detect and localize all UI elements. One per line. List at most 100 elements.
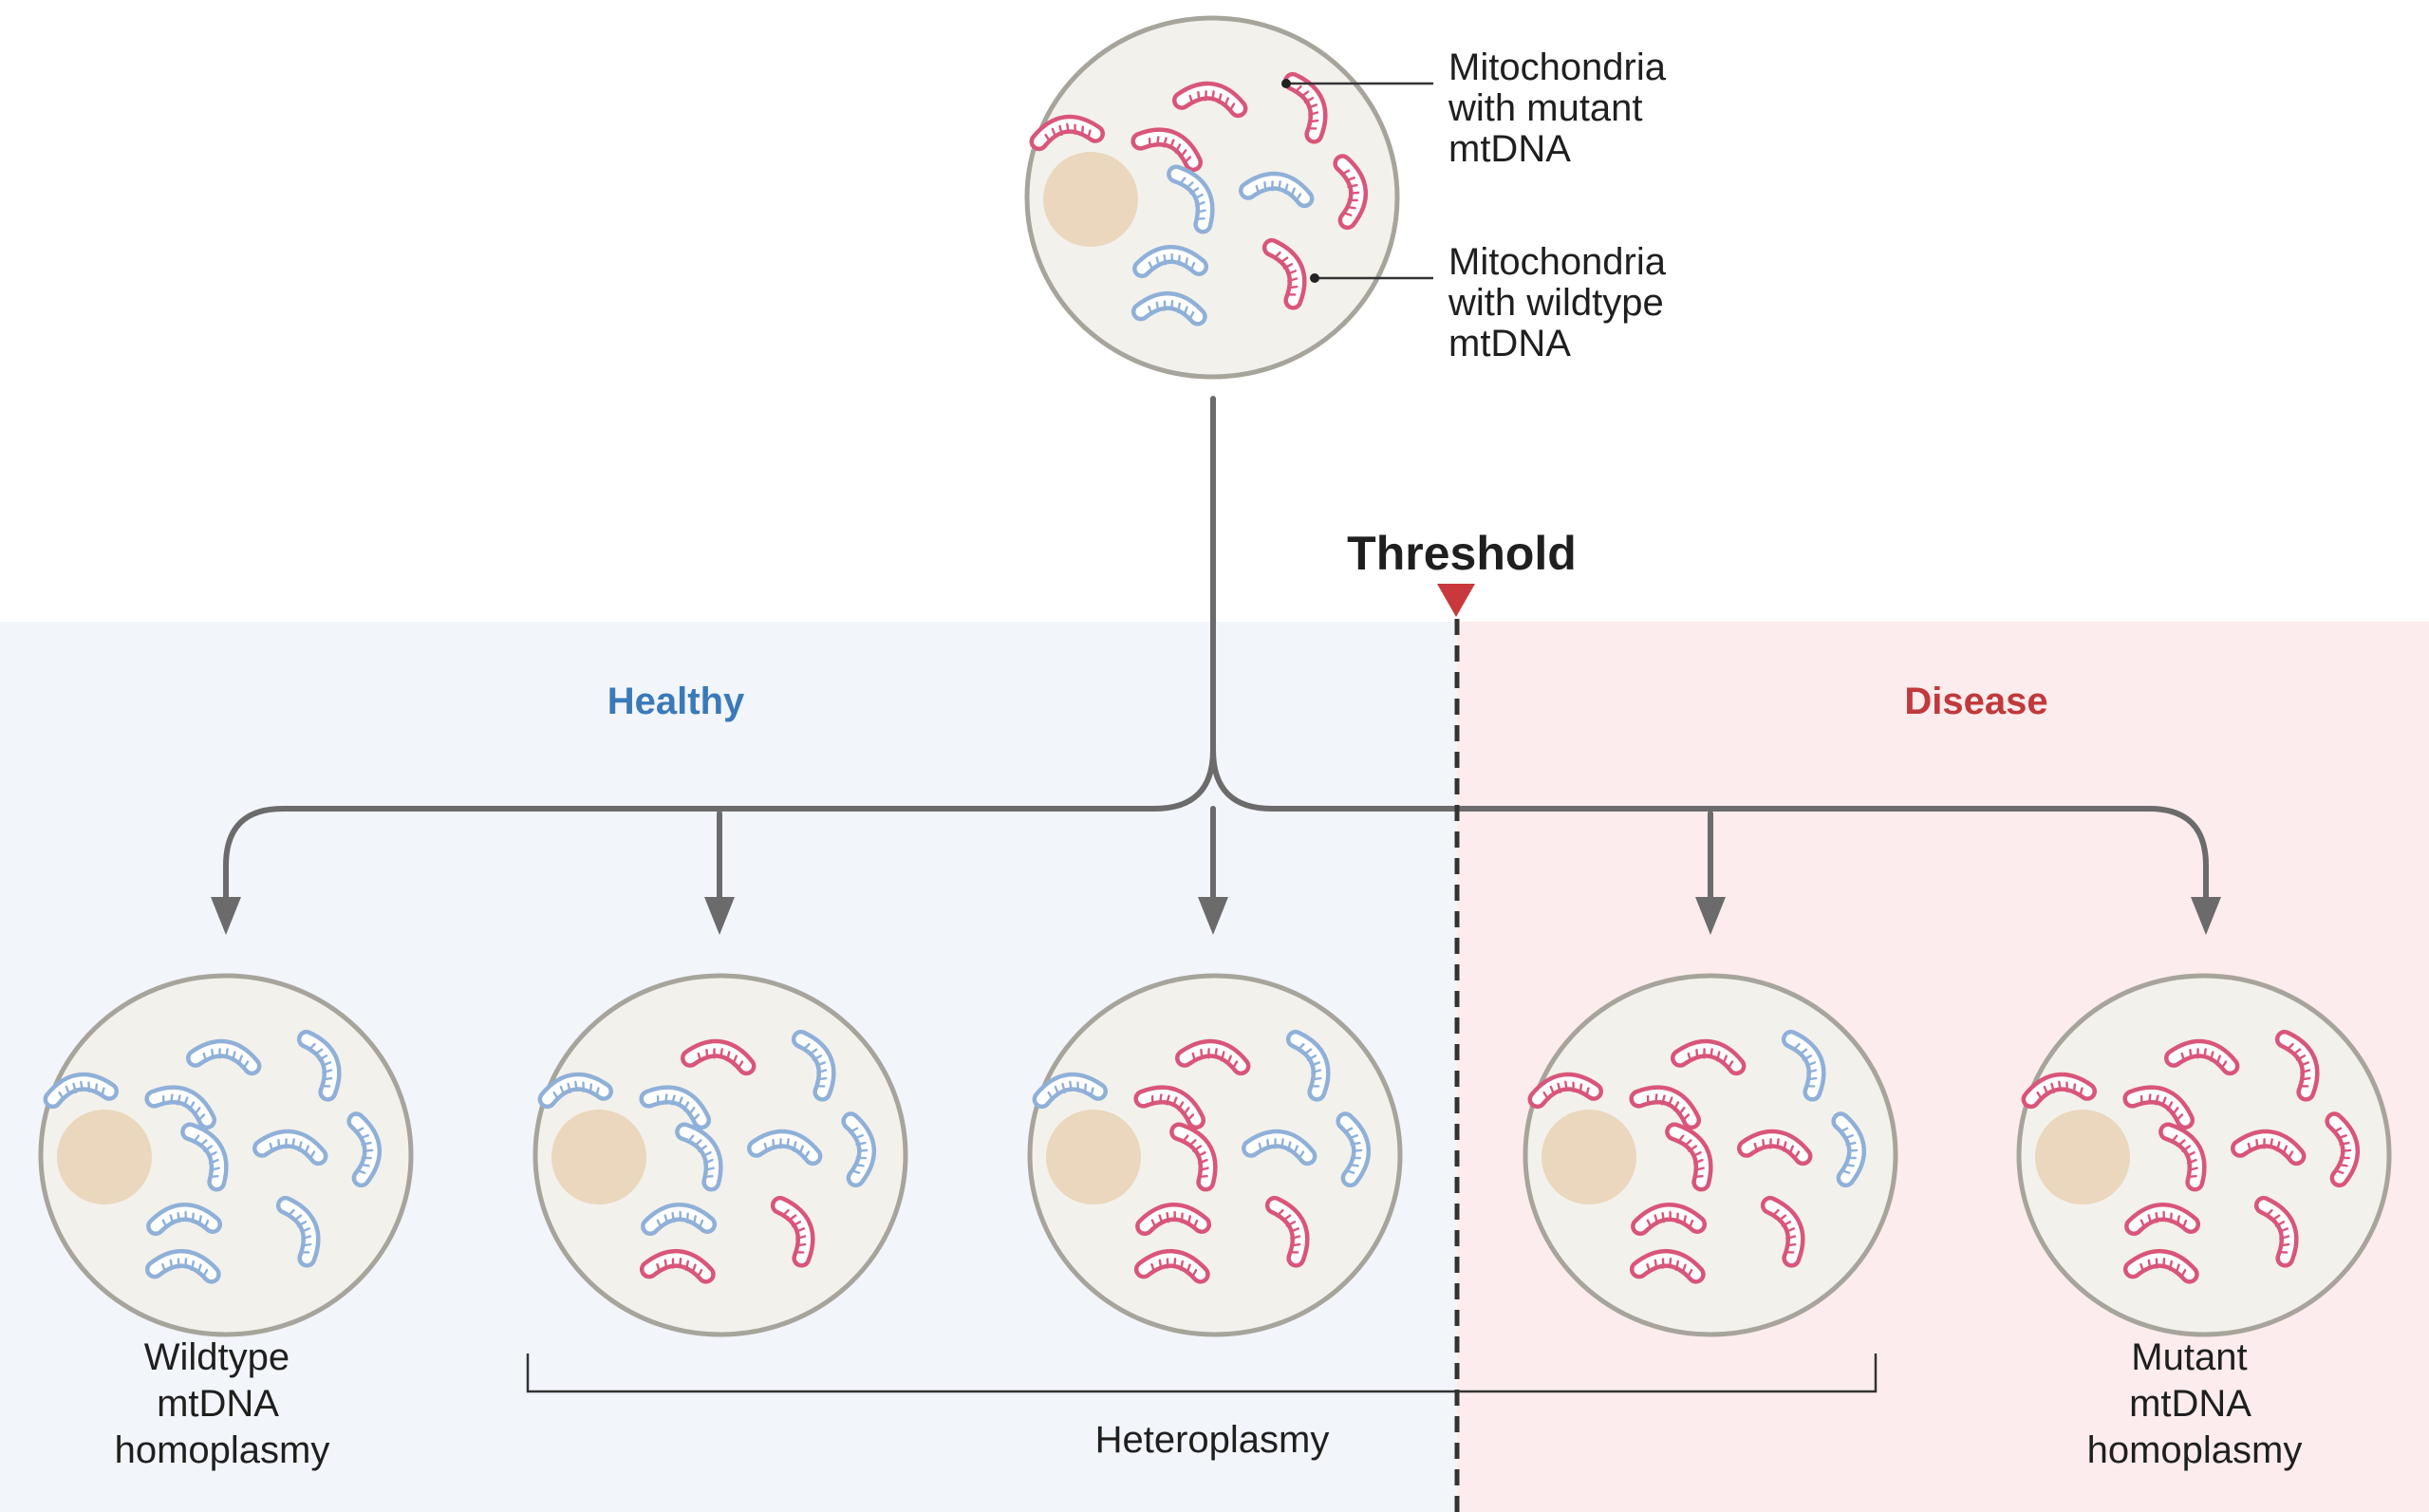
mutant-mitochondrion-icon <box>681 1038 757 1076</box>
nucleus <box>1046 1110 1141 1204</box>
mutant-mitochondrion-icon <box>2158 1122 2207 1192</box>
wildtype-mitochondrion-icon <box>252 1129 328 1167</box>
wildtype-mitochondrion-icon <box>675 1122 723 1192</box>
mutant-mitochondrion-icon <box>1172 81 1248 119</box>
wildtype-mitochondrion-icon <box>144 1248 221 1284</box>
wildtype-mitochondrion-icon <box>1242 1129 1317 1167</box>
mutant-mitochondrion-icon <box>639 1248 716 1284</box>
mutant-mitochondrion-icon <box>1665 1122 1713 1192</box>
threshold-title: Threshold <box>1347 527 1577 580</box>
mutant-mitochondrion-icon <box>1527 1072 1603 1110</box>
wildtype-mitochondrion-icon <box>1130 290 1207 327</box>
wildtype-mitochondrion-icon <box>1336 1111 1372 1188</box>
mutant-mitochondrion-icon <box>1130 127 1204 173</box>
nucleus <box>2035 1110 2130 1204</box>
disease-region-title: Disease <box>1904 681 2047 722</box>
wildtype-mitochondrion-icon <box>180 1122 229 1192</box>
legend-leaders <box>1286 82 1433 280</box>
legend-wildtype-line-1: Mitochondria <box>1448 241 1667 283</box>
heteroplasmy-bracket <box>526 1353 1878 1393</box>
mutant-mitochondrion-icon <box>2124 1203 2201 1237</box>
mutant-caption-line-1: Mutant <box>2131 1336 2247 1378</box>
wildtype-mitochondrion-icon <box>1831 1111 1867 1188</box>
mutant-mitochondrion-icon <box>2164 1038 2240 1076</box>
nucleus <box>551 1110 646 1204</box>
wildtype-mitochondrion-icon <box>1239 171 1315 209</box>
wildtype-mitochondrion-icon <box>43 1072 119 1110</box>
wildtype-mitochondrion-icon <box>641 1203 718 1237</box>
branch-line-right <box>1210 747 2209 900</box>
cell-mutant-homoplasmy <box>2016 973 2392 1337</box>
nucleus <box>1541 1110 1636 1204</box>
wildtype-mitochondrion-icon <box>1285 1029 1331 1102</box>
arrow-head-cell-3 <box>1198 897 1228 935</box>
branching-arrows <box>223 396 2209 900</box>
wildtype-mitochondrion-icon <box>296 1029 342 1102</box>
healthy-region-title: Healthy <box>607 681 745 722</box>
wildtype-mitochondrion-icon <box>146 1203 223 1237</box>
mutant-mitochondrion-icon <box>1282 71 1328 144</box>
parent-cell <box>1024 15 1400 380</box>
wildtype-mitochondrion-icon <box>639 1085 712 1130</box>
legend-mutant-line-3: mtDNA <box>1448 128 1571 170</box>
mutant-mitochondrion-icon <box>1631 1203 1708 1237</box>
mutant-mitochondrion-icon <box>2325 1111 2361 1188</box>
legend-wildtype-line-3: mtDNA <box>1448 323 1571 364</box>
mutant-mitochondrion-icon <box>2122 1248 2199 1284</box>
wildtype-homoplasmy-caption: Wildtype mtDNA homoplasmy <box>115 1336 330 1471</box>
wildtype-caption-line-3: homoplasmy <box>115 1429 330 1471</box>
wildtype-mitochondrion-icon <box>747 1129 823 1167</box>
mutant-mitochondrion-icon <box>2274 1029 2320 1102</box>
wildtype-mitochondrion-icon <box>841 1111 877 1188</box>
wildtype-mitochondrion-icon <box>1132 245 1209 279</box>
wildtype-mitochondrion-icon <box>1167 164 1215 234</box>
cell-heteroplasmy-mid <box>1027 973 1403 1337</box>
wildtype-mitochondrion-icon <box>1032 1072 1108 1110</box>
mutant-mitochondrion-icon <box>1029 114 1105 152</box>
legend-wildtype-line-2: with wildtype <box>1448 282 1664 324</box>
arrow-head-cell-4 <box>1695 897 1726 935</box>
mutant-mitochondrion-icon <box>2253 1195 2299 1268</box>
mutant-caption-line-2: mtDNA <box>2129 1383 2251 1425</box>
legend-mutant-line-2: with mutant <box>1448 87 1643 129</box>
mutant-mitochondrion-icon <box>2122 1085 2195 1130</box>
mutant-mitochondrion-icon <box>1264 1195 1310 1268</box>
wildtype-mitochondrion-icon <box>537 1072 613 1110</box>
arrow-heads <box>211 897 2221 935</box>
heteroplasmy-caption: Heteroplasmy <box>1095 1419 1330 1461</box>
mutant-mitochondrion-icon <box>1671 1038 1747 1076</box>
legend-mutant-label: Mitochondria with mutant mtDNA <box>1448 47 1676 170</box>
arrow-head-cell-2 <box>704 897 735 935</box>
mutant-mitochondrion-icon <box>770 1195 815 1268</box>
arrow-head-cell-5 <box>2191 897 2221 935</box>
wildtype-mitochondrion-icon <box>144 1085 217 1130</box>
mutant-mitochondrion-icon <box>1133 1248 1210 1284</box>
wildtype-mitochondrion-icon <box>1781 1029 1826 1102</box>
mutant-mitochondrion-icon <box>1333 154 1369 231</box>
cell-heteroplasmy-high <box>1523 973 1898 1337</box>
nucleus <box>57 1110 152 1204</box>
legend-mutant-line-1: Mitochondria <box>1448 47 1667 88</box>
mutant-leader-dot <box>1281 79 1291 88</box>
mutant-mitochondrion-icon <box>1133 1085 1206 1130</box>
nucleus <box>1043 152 1138 247</box>
cell-heteroplasmy-low <box>533 973 908 1337</box>
mutant-mitochondrion-icon <box>1175 1038 1251 1076</box>
wildtype-caption-line-1: Wildtype <box>144 1336 290 1378</box>
mutant-mitochondrion-icon <box>2021 1072 2097 1110</box>
legend-wildtype-label: Mitochondria with wildtype mtDNA <box>1448 241 1676 364</box>
wildtype-caption-line-2: mtDNA <box>157 1383 279 1425</box>
mutant-mitochondrion-icon <box>1760 1195 1805 1268</box>
cell-wildtype-homoplasmy <box>38 973 414 1337</box>
wildtype-mitochondrion-icon <box>186 1038 262 1076</box>
mutant-mitochondrion-icon <box>1629 1085 1702 1130</box>
mutant-mitochondrion-icon <box>2231 1129 2307 1167</box>
mutant-caption-line-3: homoplasmy <box>2087 1429 2303 1471</box>
mutant-mitochondrion-icon <box>1135 1203 1212 1237</box>
mutant-mitochondrion-icon <box>1261 237 1307 310</box>
branch-line-left <box>223 747 1216 900</box>
wildtype-leader-dot <box>1310 273 1319 283</box>
mutant-homoplasmy-caption: Mutant mtDNA homoplasmy <box>2087 1336 2303 1471</box>
wildtype-mitochondrion-icon <box>275 1195 321 1268</box>
